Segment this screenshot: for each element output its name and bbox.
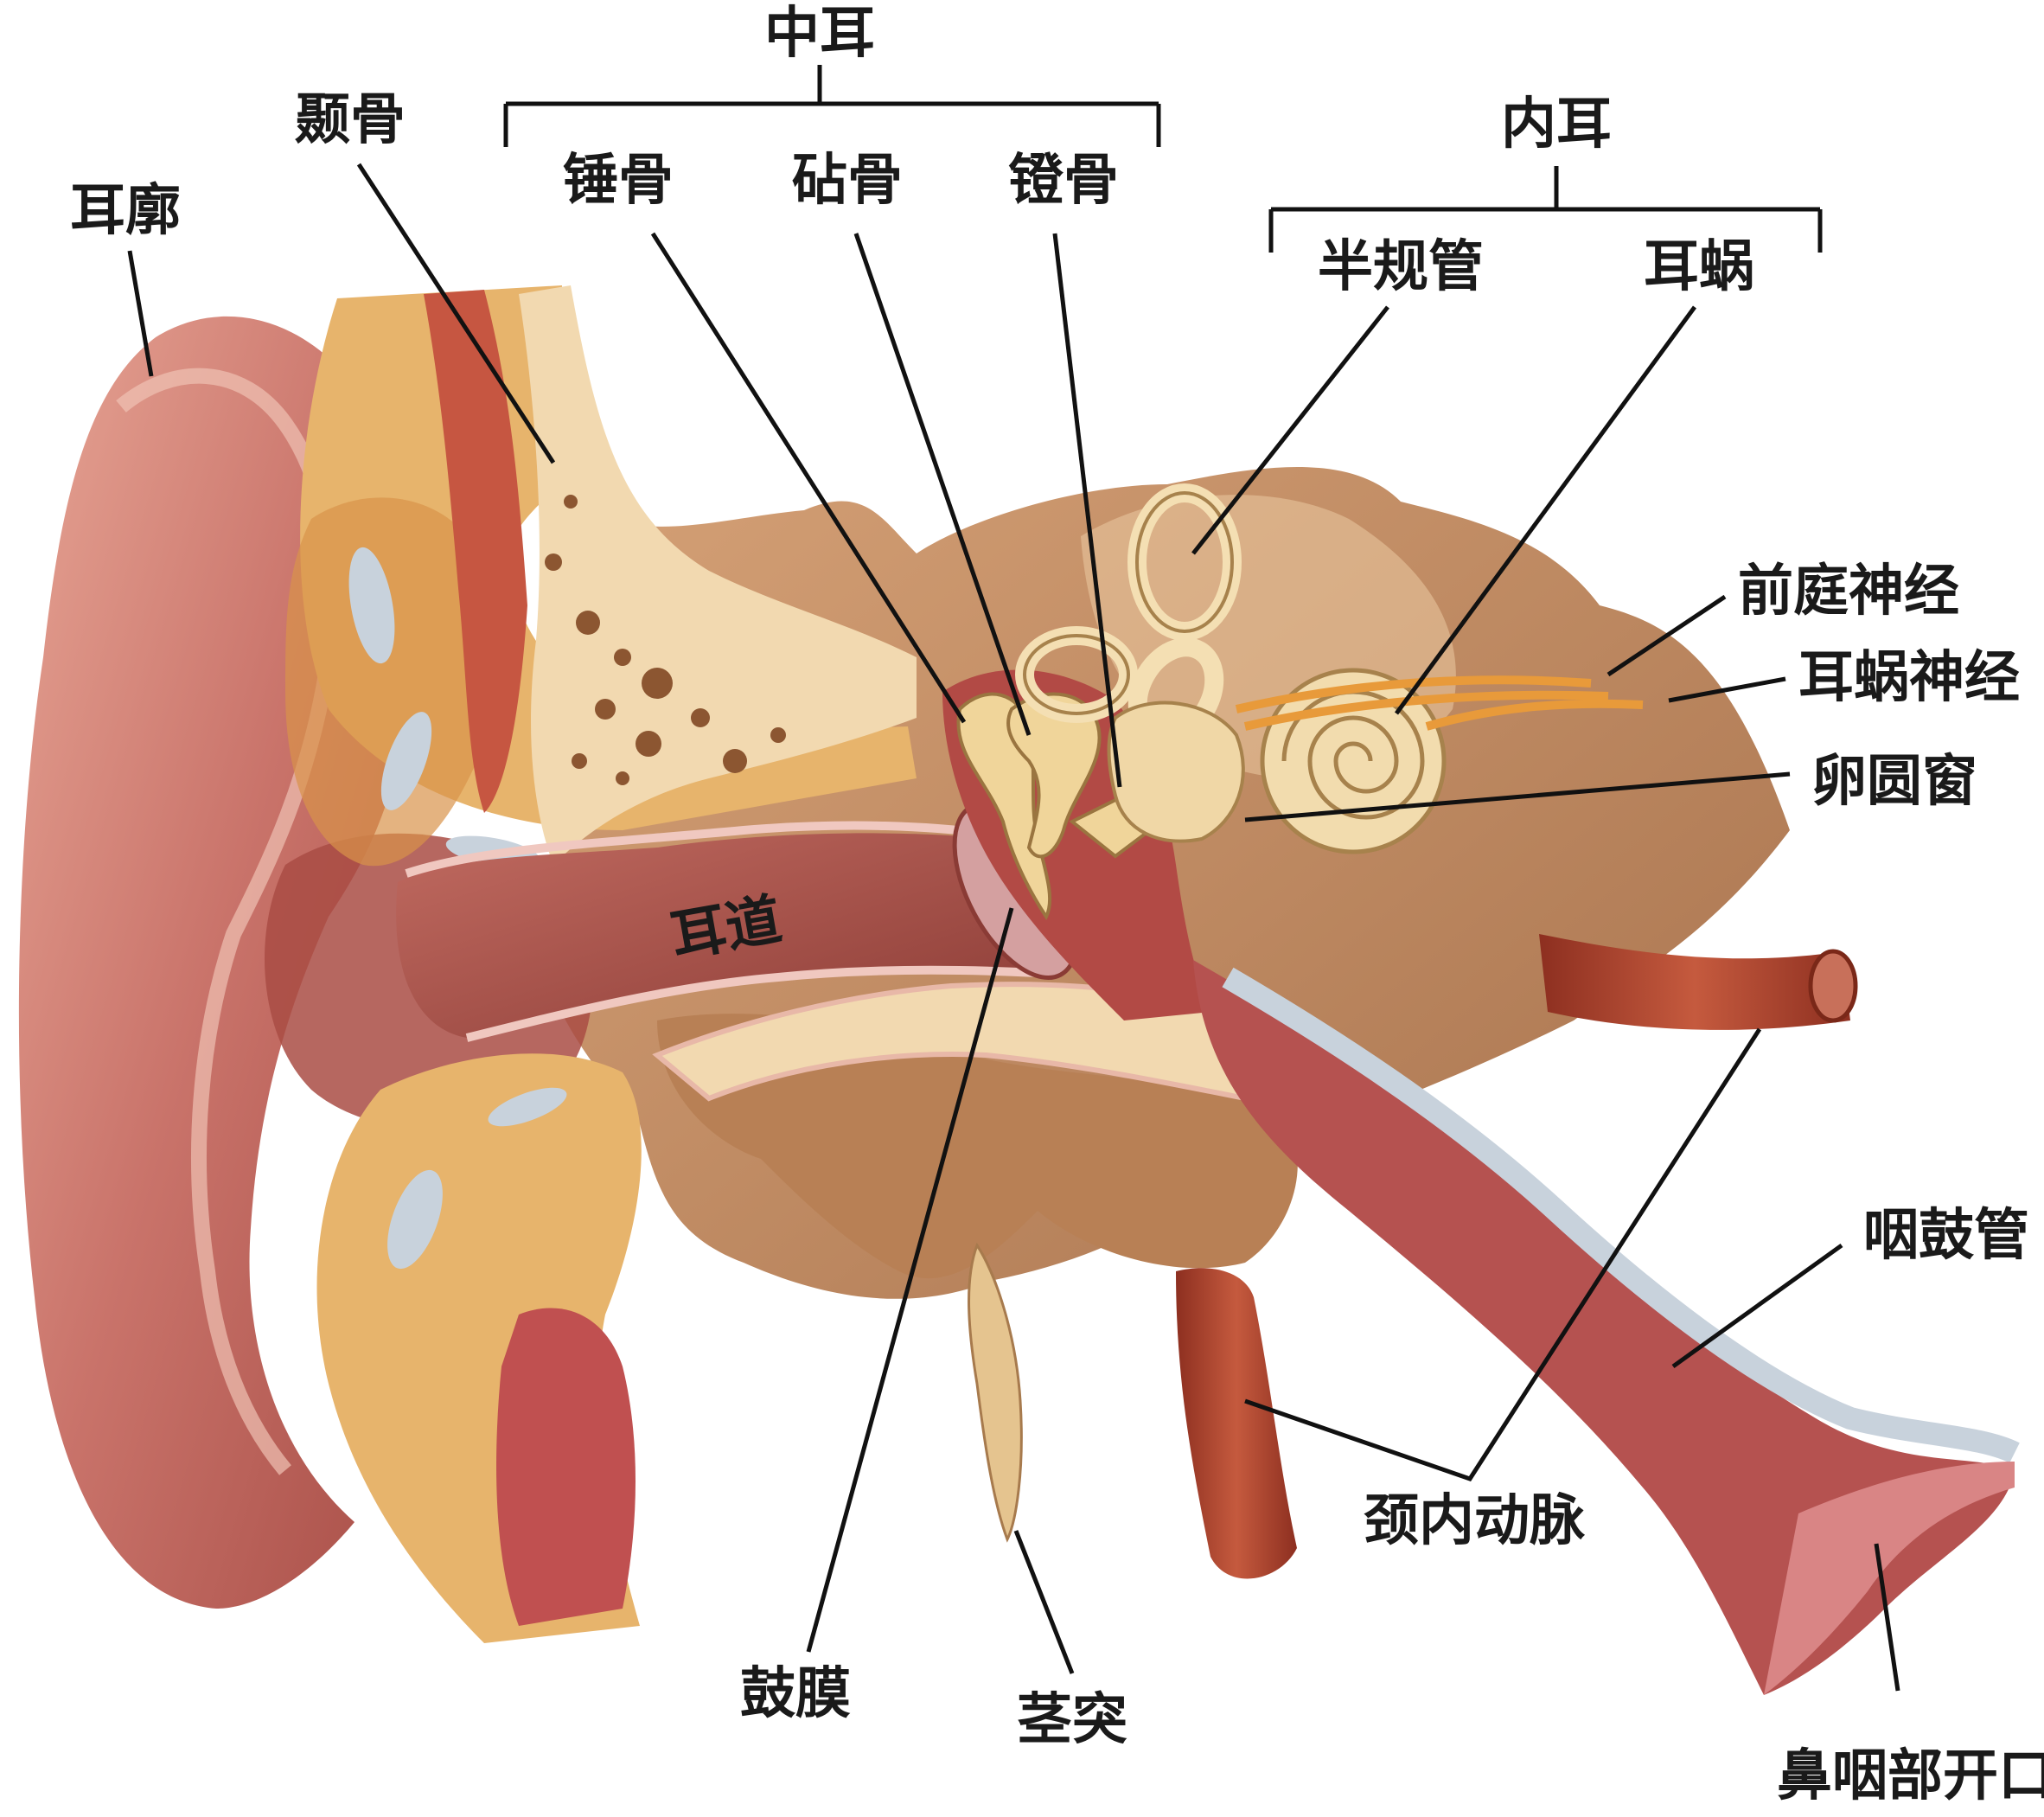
leader-malleus xyxy=(650,232,967,724)
leader-carotid xyxy=(1244,1027,1762,1482)
label-internal-carotid-artery: 颈内动脉 xyxy=(1364,1489,1586,1553)
leader-eustachian-tube xyxy=(1671,1243,1843,1369)
eustachian-tube-shape xyxy=(1193,960,2015,1695)
label-cochlear-nerve: 耳蜗神经 xyxy=(1798,646,2020,710)
parotid-gland xyxy=(496,1308,636,1626)
label-temporal-bone: 颞骨 xyxy=(295,88,406,152)
leader-styloid xyxy=(1013,1530,1075,1674)
leader-nasopharynx xyxy=(1874,1543,1900,1692)
leader-tympanic-membrane xyxy=(806,907,1014,1653)
leader-auricle xyxy=(127,250,154,377)
eustachian-cartilage xyxy=(1222,967,2020,1463)
nasopharynx-flare xyxy=(1764,1462,2015,1695)
leader-cochlea xyxy=(1394,305,1697,715)
label-incus: 砧骨 xyxy=(792,149,903,213)
leader-oval-window xyxy=(1244,771,1791,822)
label-cochlea: 耳蜗 xyxy=(1644,235,1754,299)
carotid-lower-segment xyxy=(1176,1268,1297,1579)
label-malleus: 锤骨 xyxy=(563,149,674,213)
leader-lines xyxy=(127,163,1900,1692)
lower-cartilage-2 xyxy=(488,1087,567,1127)
label-middle-ear: 中耳 xyxy=(764,2,875,66)
lower-cartilage-1 xyxy=(387,1169,443,1270)
label-styloid-process: 茎突 xyxy=(1017,1688,1127,1752)
label-oval-window: 卵圆窗 xyxy=(1811,750,1977,814)
temporalis-muscle xyxy=(424,290,527,813)
label-stapes: 镫骨 xyxy=(1008,149,1119,213)
bracket-inner-ear xyxy=(1268,166,1823,253)
leader-temporal-bone xyxy=(356,163,556,464)
styloid-process-shape xyxy=(968,1242,1023,1543)
leader-stapes xyxy=(1052,233,1122,788)
auricle-helix-rim xyxy=(116,368,340,1475)
label-tympanic-membrane: 鼓膜 xyxy=(740,1662,851,1726)
canal-lining-bottom xyxy=(465,965,1038,1042)
label-semicircular-canals: 半规管 xyxy=(1318,235,1484,299)
canal-lining-top xyxy=(405,821,995,878)
vestibule-shape xyxy=(1107,701,1245,843)
carotid-lumen xyxy=(1808,949,1858,1023)
label-nasopharynx-opening: 鼻咽部开口 xyxy=(1777,1744,2044,1808)
label-auricle: 耳廓 xyxy=(70,179,181,243)
label-inner-ear: 内耳 xyxy=(1501,93,1612,157)
leader-incus xyxy=(853,233,1032,736)
semicircular-canals-outline xyxy=(1023,491,1234,715)
leader-semicircular-canals xyxy=(1191,305,1389,555)
bone-pores xyxy=(545,495,786,785)
leader-vestibular-nerve xyxy=(1606,594,1727,677)
bracket-middle-ear xyxy=(503,65,1161,147)
label-vestibular-nerve: 前庭神经 xyxy=(1738,560,1959,624)
carotid-upper-segment xyxy=(1539,934,1850,1030)
temporal-bone-cancellous xyxy=(519,285,917,865)
label-eustachian-tube: 咽鼓管 xyxy=(1863,1204,2029,1268)
leader-cochlear-nerve xyxy=(1668,676,1786,703)
vestibulocochlear-nerve xyxy=(1235,675,1644,731)
ear-canal-shape xyxy=(396,833,1038,1038)
upper-cartilage-1 xyxy=(348,547,395,664)
upper-fat-blob xyxy=(285,497,496,867)
upper-cartilage-2 xyxy=(380,712,432,810)
